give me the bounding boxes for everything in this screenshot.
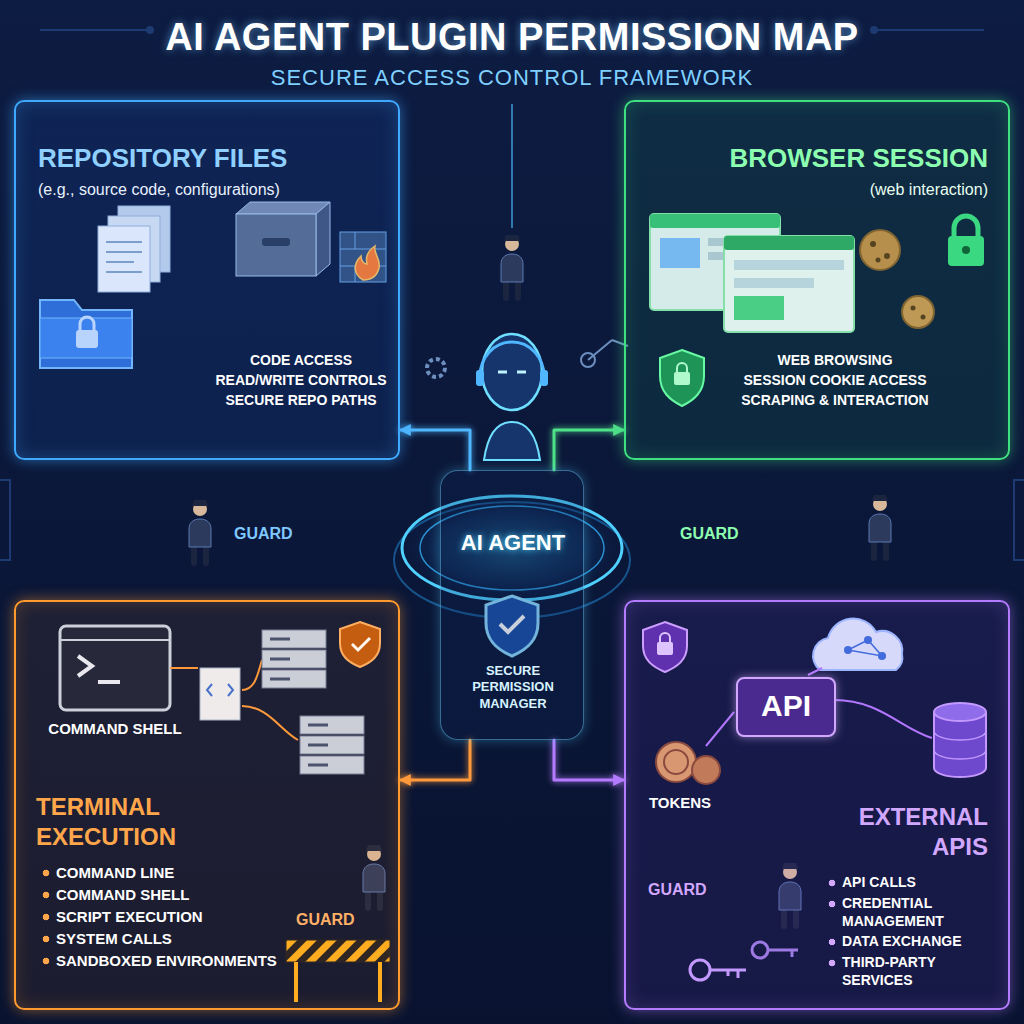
agent-title: AI AGENT [441, 529, 585, 557]
zone-feature: READ/WRITE CONTROLS [208, 372, 394, 390]
agent-figure [480, 342, 544, 376]
guard-figures [501, 235, 523, 298]
manager-label: SECURE PERMISSION MANAGER [449, 663, 577, 712]
diagram-subtitle: SECURE ACCESS CONTROL FRAMEWORK [0, 64, 1024, 92]
circuit-traces [1014, 480, 1024, 560]
zone-heading: EXTERNAL APIS [818, 802, 988, 862]
zone-feature: SESSION COOKIE ACCESS [730, 372, 940, 390]
zone-subtitle: (e.g., source code, configurations) [38, 180, 388, 200]
bullet-item: SCRIPT EXECUTION [40, 908, 340, 927]
bullet-item: SANDBOXED ENVIRONMENTS [40, 952, 340, 971]
connectors [400, 430, 624, 780]
guard-label: GUARD [234, 524, 314, 544]
bullet-item: API CALLS [826, 874, 998, 892]
api-box: API [736, 677, 836, 737]
zone-feature: SECURE REPO PATHS [208, 392, 394, 410]
circuit-traces [147, 27, 153, 33]
zone-heading: BROWSER SESSION [638, 142, 988, 175]
zone-heading: TERMINAL EXECUTION [36, 792, 266, 852]
bullet-item: DATA EXCHANGE [826, 933, 998, 951]
zone-heading: REPOSITORY FILES [38, 142, 388, 175]
center-beam [511, 104, 513, 228]
guard-label: GUARD [296, 910, 362, 930]
guard-label: GUARD [648, 880, 720, 900]
guard-figures [869, 495, 891, 558]
permission-link [554, 430, 624, 470]
zone-feature: SCRAPING & INTERACTION [730, 392, 940, 410]
agent-figure [484, 422, 540, 460]
bullet-item: CREDENTIAL MANAGEMENT [826, 895, 998, 930]
permission-zone: TERMINAL EXECUTION COMMAND LINE COMMAND SH… [14, 600, 400, 1010]
permission-link [400, 740, 470, 780]
permission-zone: BROWSER SESSION (web interaction) WEB BROW… [624, 100, 1010, 460]
agent-core: AI AGENT SECURE PERMISSION MANAGER [440, 470, 584, 740]
zone-subtitle: (web interaction) [638, 180, 988, 200]
agent-figure [427, 359, 445, 377]
agent-figure [476, 370, 484, 386]
guard-label: GUARD [680, 524, 760, 544]
permission-link [554, 740, 624, 780]
icon-label: TOKENS [640, 794, 720, 813]
permission-zone: REPOSITORY FILES (e.g., source code, conf… [14, 100, 400, 460]
api-text: API [738, 687, 834, 725]
agent-figure [540, 370, 548, 386]
bullet-item: COMMAND SHELL [40, 886, 340, 905]
bullet-item: THIRD-PARTY SERVICES [826, 954, 998, 989]
circuit-traces [0, 480, 10, 560]
agent-figure [588, 340, 628, 360]
agent-figure [482, 334, 542, 410]
zone-feature: CODE ACCESS [208, 352, 394, 370]
circuit-traces [871, 27, 877, 33]
bullet-item: SYSTEM CALLS [40, 930, 340, 949]
diagram-title: AI AGENT PLUGIN PERMISSION MAP [0, 14, 1024, 62]
permission-link [400, 430, 470, 470]
guard-figures [189, 500, 211, 563]
zone-feature: WEB BROWSING [730, 352, 940, 370]
bullet-item: COMMAND LINE [40, 864, 340, 883]
agent-figure [498, 371, 526, 374]
icon-label: COMMAND SHELL [45, 720, 185, 739]
